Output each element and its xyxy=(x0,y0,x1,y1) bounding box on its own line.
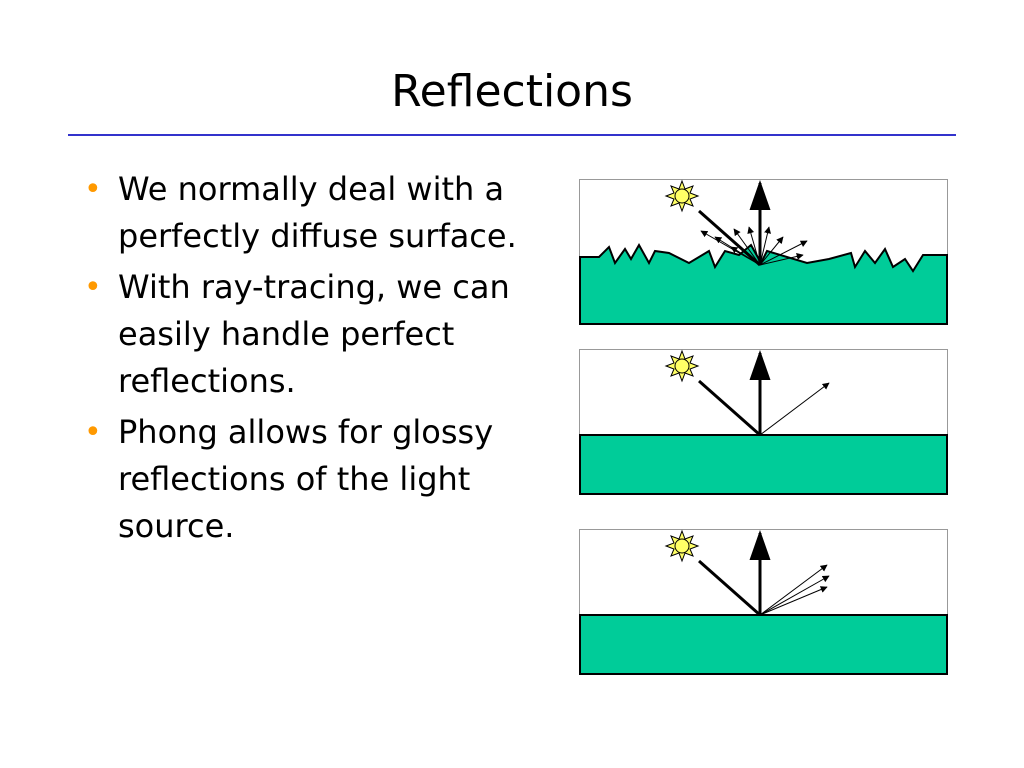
incident-ray xyxy=(698,209,761,267)
perfect-reflection-diagram xyxy=(579,349,949,496)
smooth-surface xyxy=(579,614,948,675)
diffuse-reflection-diagram xyxy=(579,179,949,326)
sun-icon xyxy=(664,179,700,213)
bullet-dot-icon: • xyxy=(84,172,102,207)
incident-ray xyxy=(698,379,761,437)
bullet-text: Phong allows for glossy reflections of t… xyxy=(118,413,494,545)
bullet-text: We normally deal with a perfectly diffus… xyxy=(118,170,517,255)
diffuse-rays xyxy=(700,226,808,266)
slide-title: Reflections xyxy=(391,66,633,117)
bullet-item: • With ray-tracing, we can easily handle… xyxy=(84,264,524,405)
bullet-dot-icon: • xyxy=(84,415,102,450)
bullet-item: • We normally deal with a perfectly diff… xyxy=(84,166,524,260)
glossy-reflection-diagram xyxy=(579,529,949,676)
bullet-dot-icon: • xyxy=(84,270,102,305)
smooth-surface xyxy=(579,434,948,495)
bullet-text: With ray-tracing, we can easily handle p… xyxy=(118,268,510,400)
glossy-rays xyxy=(759,564,830,616)
title-divider xyxy=(68,134,956,136)
bullet-item: • Phong allows for glossy reflections of… xyxy=(84,409,524,550)
mirror-ray xyxy=(759,382,830,436)
sun-icon xyxy=(664,529,700,563)
sun-icon xyxy=(664,349,700,383)
bullet-list: • We normally deal with a perfectly diff… xyxy=(84,166,524,554)
incident-ray xyxy=(698,559,761,617)
